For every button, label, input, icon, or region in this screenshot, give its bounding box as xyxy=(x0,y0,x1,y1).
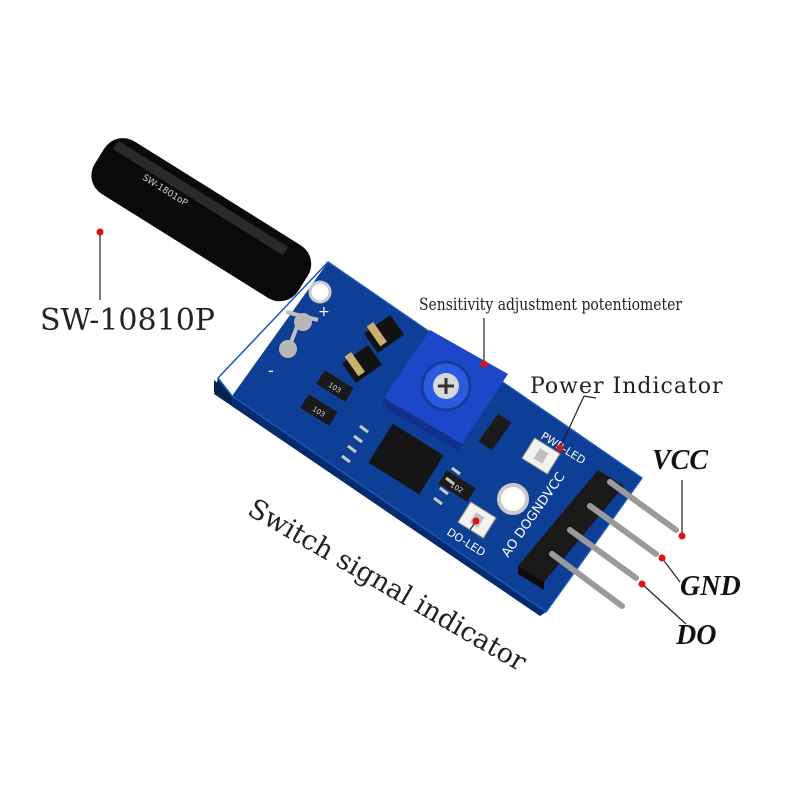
label-pin-gnd: GND xyxy=(680,571,741,602)
label-pin-do: DO xyxy=(676,620,717,651)
header-pins xyxy=(549,479,679,609)
resistor-103: 103 xyxy=(316,370,354,402)
label-potentiometer: Sensitivity adjustment potentiometer xyxy=(419,295,683,315)
label-power-indicator: Power Indicator xyxy=(530,374,724,399)
label-pin-vcc: VCC xyxy=(652,445,709,476)
silk-minus: - xyxy=(268,361,274,380)
mounting-hole-left xyxy=(308,280,332,304)
mounting-hole-right xyxy=(497,483,529,515)
label-sensor-model: SW-10810P xyxy=(40,303,215,338)
callout-lines xyxy=(96,228,687,625)
silk-plus: + xyxy=(318,304,330,320)
resistor xyxy=(478,413,512,451)
resistor-103: 103 xyxy=(300,394,338,426)
power-led xyxy=(521,437,561,475)
capacitor xyxy=(364,314,404,354)
comparator-ic xyxy=(341,423,461,506)
potentiometer xyxy=(382,330,508,452)
pcb-board xyxy=(214,261,644,616)
pin-header xyxy=(518,470,624,590)
capacitor xyxy=(342,344,382,384)
